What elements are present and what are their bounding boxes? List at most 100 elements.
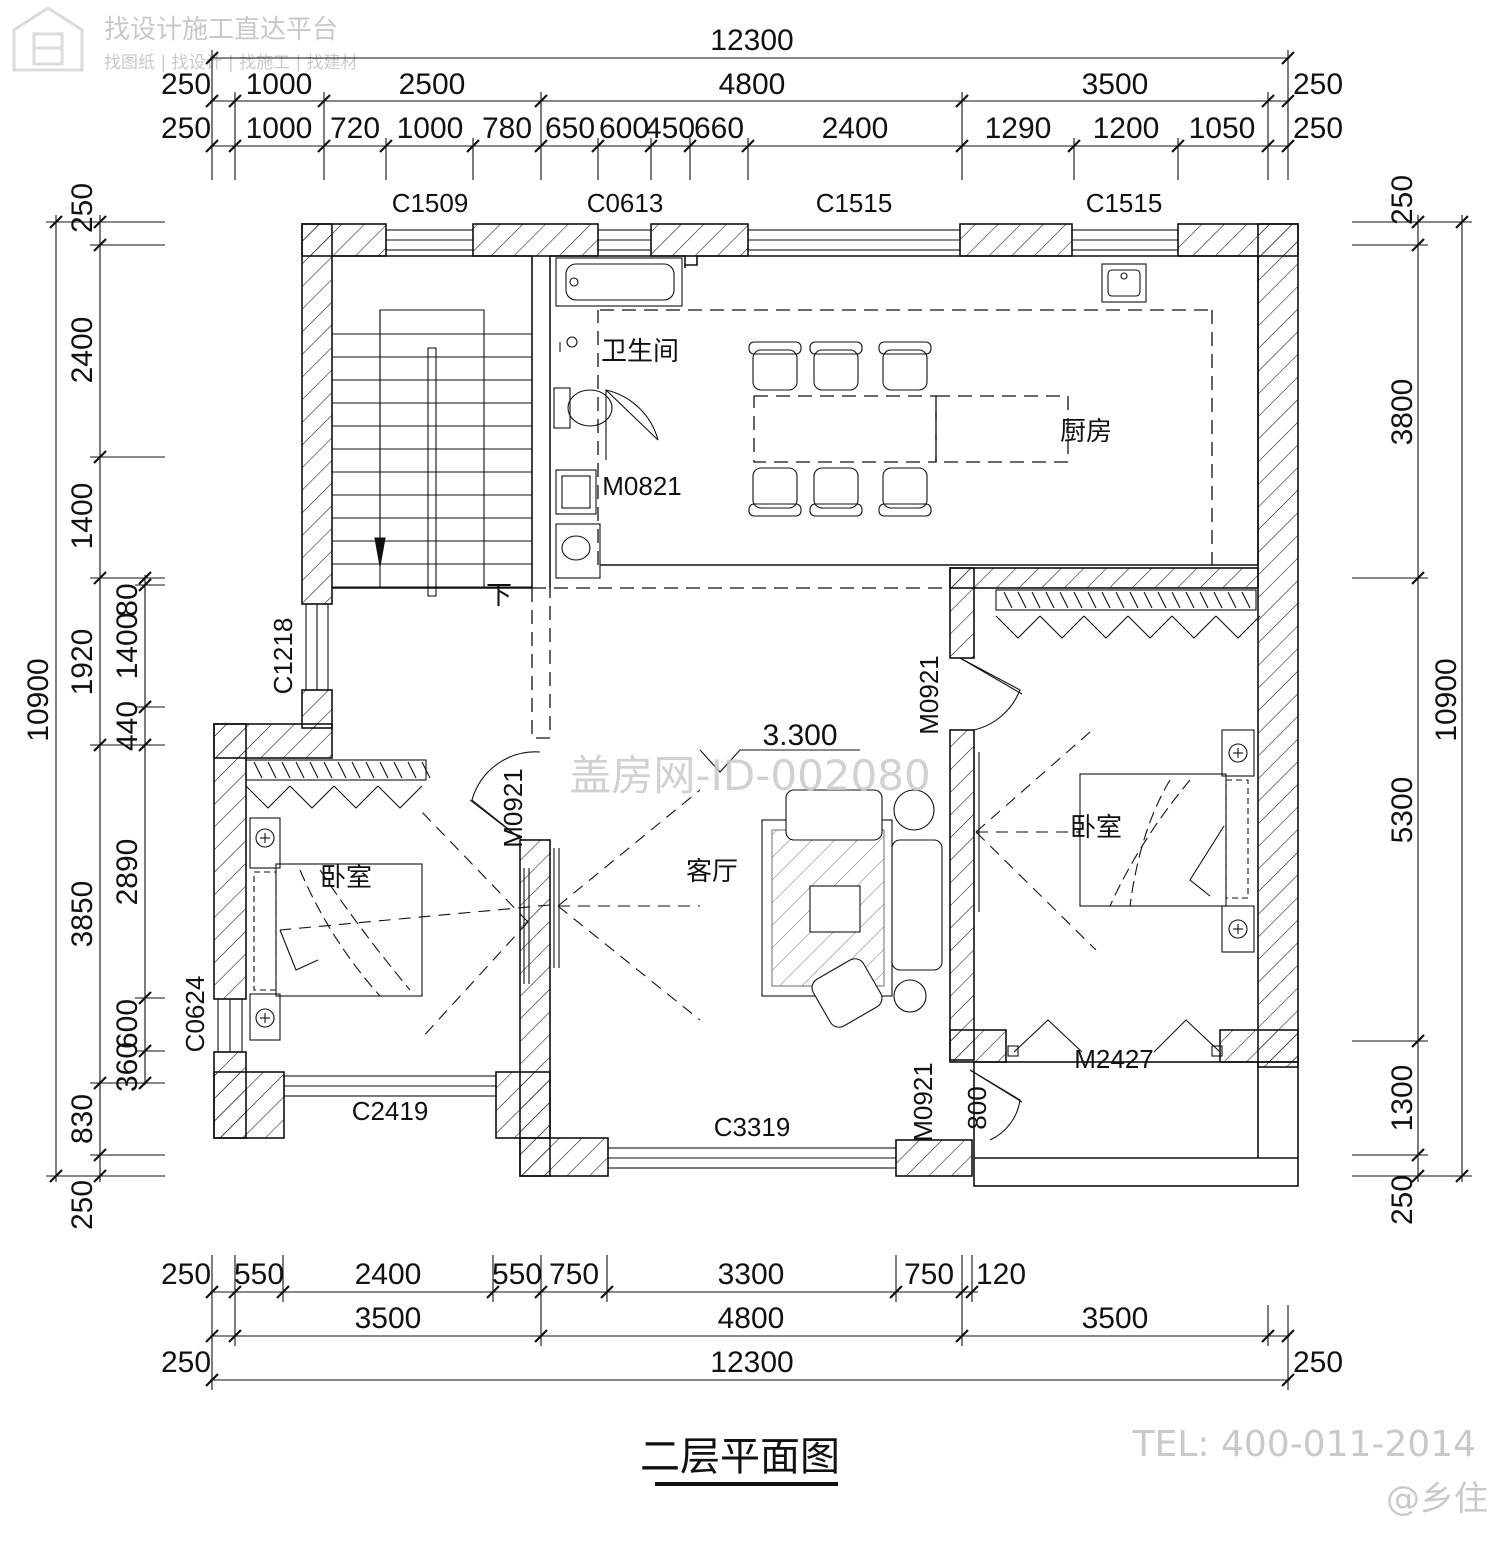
svg-text:2500: 2500 <box>399 68 466 101</box>
kitchen-sink <box>1101 263 1147 303</box>
dashed-outlines <box>531 309 1213 739</box>
svg-text:650: 650 <box>545 112 595 145</box>
tel-watermark: TEL: 400-011-2014 <box>1132 1424 1476 1465</box>
dining-chair <box>748 467 802 517</box>
svg-text:1400: 1400 <box>66 483 99 550</box>
svg-text:720: 720 <box>330 112 380 145</box>
svg-text:1000: 1000 <box>246 68 313 101</box>
svg-text:80: 80 <box>111 583 144 616</box>
svg-text:250: 250 <box>1293 112 1343 145</box>
drawing-title: 二层平面图 <box>640 1434 840 1480</box>
dining-chair <box>878 467 932 517</box>
svg-text:660: 660 <box>694 112 744 145</box>
dining-chair <box>809 341 863 391</box>
svg-text:750: 750 <box>549 1258 599 1291</box>
bathroom-fixtures <box>553 257 683 579</box>
room-bedroom-right-label: 卧室 <box>1070 813 1122 843</box>
window-c1218-label: C1218 <box>268 618 298 695</box>
svg-text:2890: 2890 <box>111 839 144 906</box>
living-room-furniture <box>419 789 943 1041</box>
door-m0921-right-label: M0921 <box>914 655 944 735</box>
svg-text:2400: 2400 <box>822 112 889 145</box>
svg-text:3850: 3850 <box>66 881 99 948</box>
right-dimensions: 250 3800 5300 1300 250 10900 <box>1352 175 1472 1225</box>
outline <box>332 255 1299 1187</box>
svg-text:1050: 1050 <box>1189 112 1256 145</box>
room-bathroom-label: 卫生间 <box>601 337 679 367</box>
window-c2419-label: C2419 <box>352 1096 429 1126</box>
svg-text:3500: 3500 <box>1082 68 1149 101</box>
walls <box>213 223 1299 1177</box>
svg-text:2400: 2400 <box>66 317 99 384</box>
left-dimensions: 10900 250 2400 1400 1920 3850 830 250 80… <box>22 183 165 1230</box>
svg-text:10900: 10900 <box>22 658 55 741</box>
svg-text:1300: 1300 <box>1386 1065 1419 1132</box>
svg-text:250: 250 <box>161 68 211 101</box>
svg-text:1920: 1920 <box>66 629 99 696</box>
door-m0921-left-label: M0921 <box>498 768 528 848</box>
svg-text:120: 120 <box>976 1258 1026 1291</box>
svg-text:3500: 3500 <box>1082 1302 1149 1335</box>
watermark-title: 找设计施工直达平台 <box>104 15 338 45</box>
doors <box>469 389 1223 1141</box>
door-m0921-bottom-label: M0921 <box>908 1062 938 1142</box>
door-800-label: 800 <box>962 1086 992 1129</box>
bottom-dimensions: 250 550 2400 550 750 3300 750 120 3500 4… <box>161 1255 1343 1390</box>
svg-text:250: 250 <box>1293 1346 1343 1379</box>
svg-text:250: 250 <box>161 1258 211 1291</box>
logo-watermark <box>12 6 84 72</box>
svg-text:3.300: 3.300 <box>762 719 837 752</box>
handle-watermark: @乡住 <box>1386 1479 1488 1519</box>
svg-text:250: 250 <box>161 112 211 145</box>
svg-text:3500: 3500 <box>355 1302 422 1335</box>
svg-text:600: 600 <box>599 112 649 145</box>
door-m0821-label: M0821 <box>602 471 682 501</box>
svg-text:360: 360 <box>111 1042 144 1092</box>
right-bedroom-furniture <box>973 729 1255 953</box>
svg-text:440: 440 <box>111 701 144 751</box>
left-bedroom-furniture <box>249 817 551 1041</box>
svg-text:1000: 1000 <box>246 112 313 145</box>
window-c0624-label: C0624 <box>180 976 210 1053</box>
svg-text:3800: 3800 <box>1386 379 1419 446</box>
top-dimensions: 12300 250 1000 2500 4800 3500 250 250 10… <box>161 24 1343 180</box>
dining-chairs <box>748 341 932 517</box>
svg-text:250: 250 <box>66 183 99 233</box>
svg-text:250: 250 <box>66 1180 99 1230</box>
svg-text:2400: 2400 <box>355 1258 422 1291</box>
dining-chair <box>748 341 802 391</box>
svg-text:12300: 12300 <box>710 24 793 57</box>
svg-text:1000: 1000 <box>397 112 464 145</box>
wardrobe <box>245 759 431 809</box>
svg-text:3300: 3300 <box>718 1258 785 1291</box>
wardrobes <box>245 589 1261 809</box>
window-c0613-label: C0613 <box>587 188 664 218</box>
windows <box>217 229 1179 1169</box>
svg-text:4800: 4800 <box>719 68 786 101</box>
staircase <box>332 309 532 597</box>
room-kitchen-label: 厨房 <box>1060 417 1112 447</box>
svg-text:250: 250 <box>1386 175 1419 225</box>
svg-text:1200: 1200 <box>1093 112 1160 145</box>
svg-text:750: 750 <box>904 1258 954 1291</box>
svg-text:1400: 1400 <box>111 613 144 680</box>
room-bedroom-left-label: 卧室 <box>320 863 372 893</box>
window-c1509-label: C1509 <box>392 188 469 218</box>
svg-text:4800: 4800 <box>718 1302 785 1335</box>
svg-text:1290: 1290 <box>985 112 1052 145</box>
wardrobe <box>995 589 1261 639</box>
svg-text:250: 250 <box>1293 68 1343 101</box>
svg-text:5300: 5300 <box>1386 777 1419 844</box>
svg-text:550: 550 <box>492 1258 542 1291</box>
door-m2427-label: M2427 <box>1074 1044 1154 1074</box>
svg-text:830: 830 <box>66 1094 99 1144</box>
svg-text:550: 550 <box>234 1258 284 1291</box>
window-c1515b-label: C1515 <box>1086 188 1163 218</box>
dining-chair <box>878 341 932 391</box>
dining-chair <box>809 467 863 517</box>
svg-text:450: 450 <box>645 112 695 145</box>
elevation-marker: 3.300 <box>699 719 860 773</box>
window-c3319-label: C3319 <box>714 1112 791 1142</box>
svg-text:250: 250 <box>1386 1175 1419 1225</box>
